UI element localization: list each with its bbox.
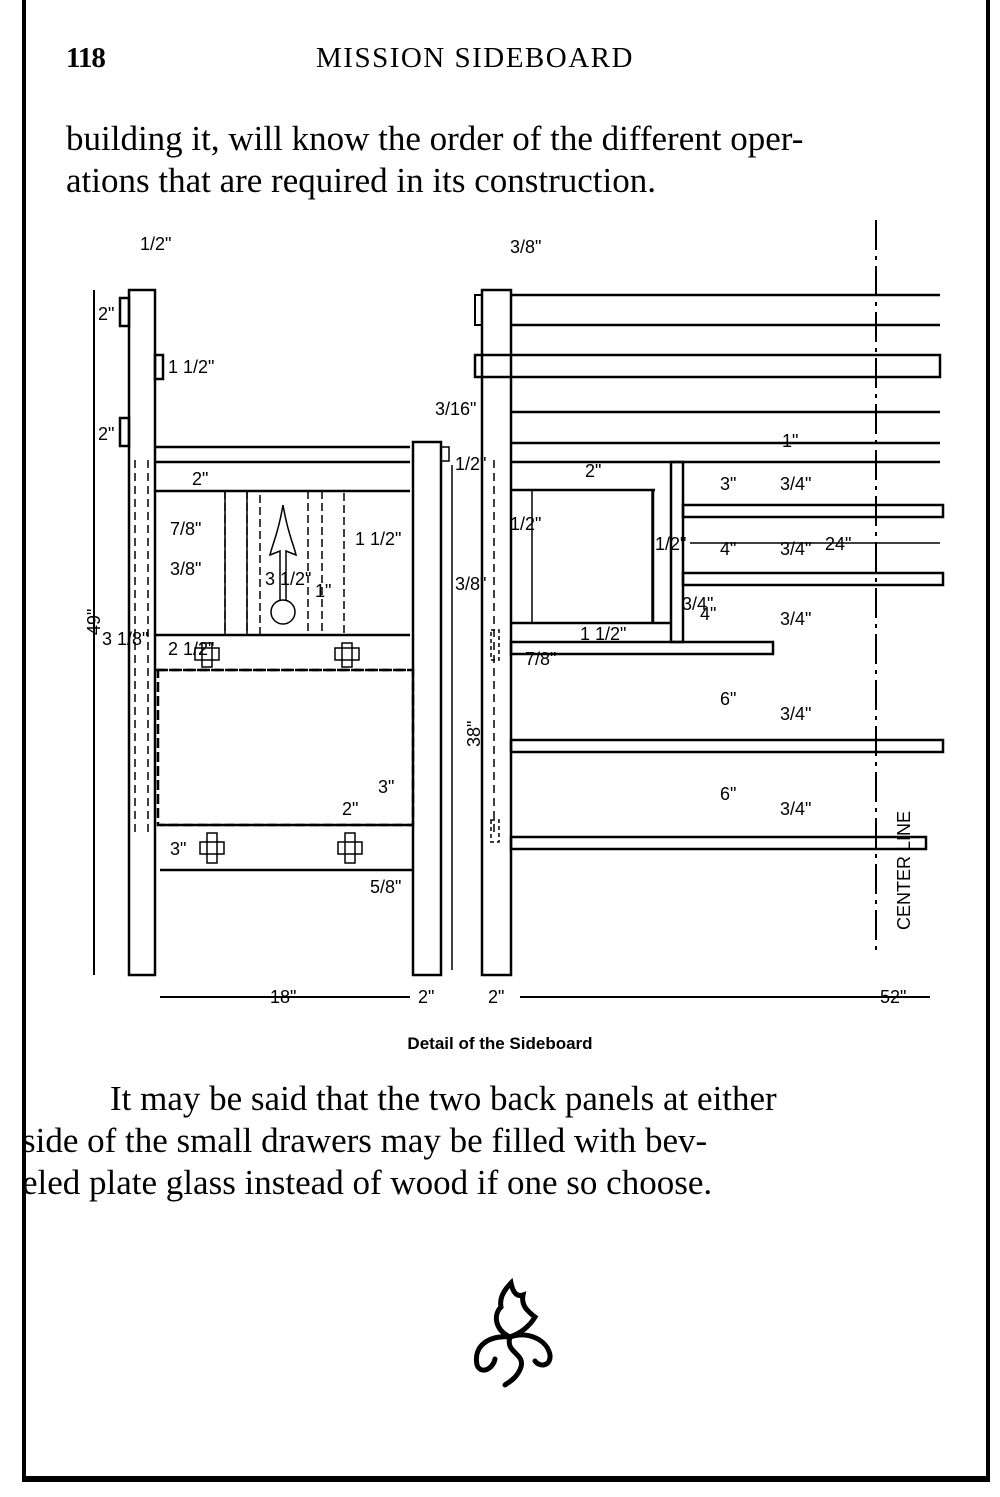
dim-label: 1/2"	[655, 534, 686, 554]
paragraph-intro: building it, will know the order of the …	[66, 118, 958, 202]
dim-label: 3/4"	[780, 799, 811, 819]
dim-label: 3/4"	[780, 609, 811, 629]
page-border	[22, 0, 990, 1482]
dim-label: 3/4"	[780, 539, 811, 559]
dim-label: 3/4"	[780, 704, 811, 724]
dim-label: 1"	[315, 581, 331, 601]
dim-label: 49"	[84, 609, 104, 635]
sideboard-detail-drawing: 1/2" 3/8" 2" 2" 1 1/2" 49" 2" 7/8" 3/8" …	[80, 215, 960, 1015]
paragraph-glass-panels: It may be said that the two back panels …	[22, 1078, 958, 1204]
dim-label: 6"	[720, 689, 736, 709]
dim-label: 1/2"	[140, 234, 171, 254]
back-post	[480, 288, 513, 977]
dim-label: 7/8"	[170, 519, 201, 539]
center-line-label: CENTER LINE	[894, 811, 914, 930]
page-header: 118 MISSION SIDEBOARD	[66, 42, 960, 82]
post-tenon-top	[118, 296, 131, 328]
page-number: 118	[66, 42, 106, 74]
text-line: eled plate glass instead of wood if one …	[22, 1163, 713, 1202]
dim-label: 3/8"	[510, 237, 541, 257]
technical-drawing: 1/2" 3/8" 2" 2" 1 1/2" 49" 2" 7/8" 3/8" …	[84, 220, 945, 1007]
dim-label: 1 1/2"	[580, 624, 626, 644]
dim-label: 3"	[170, 839, 186, 859]
dim-label: 38"	[464, 721, 484, 747]
figure-caption: Detail of the Sideboard	[407, 1034, 593, 1053]
dim-label: 2"	[342, 799, 358, 819]
dim-label: 2"	[98, 424, 114, 444]
text-line: side of the small drawers may be filled …	[22, 1121, 708, 1160]
dim-label: 1/2"	[510, 514, 541, 534]
text-line: building it, will know the order of the …	[66, 119, 804, 158]
dim-label: 2"	[585, 461, 601, 481]
dim-label: 3 1/8"	[102, 629, 148, 649]
running-title: MISSION SIDEBOARD	[316, 42, 634, 74]
dim-label: 2"	[98, 304, 114, 324]
dimension-labels: 1/2" 3/8" 2" 2" 1 1/2" 49" 2" 7/8" 3/8" …	[84, 234, 914, 1007]
front-leg	[411, 440, 443, 977]
text-line: ations that are required in its construc…	[66, 161, 656, 200]
left-post	[127, 288, 157, 977]
dim-label: 1 1/2"	[355, 529, 401, 549]
post-tenon-mid	[118, 416, 131, 448]
dim-label: 2"	[418, 987, 434, 1007]
dim-label: 3"	[378, 777, 394, 797]
dim-label: 2"	[192, 469, 208, 489]
dim-label: 3/8"	[170, 559, 201, 579]
dim-label: 7/8"	[525, 649, 556, 669]
dim-label: 3"	[720, 474, 736, 494]
dim-label: 24"	[825, 534, 851, 554]
dim-label: 2"	[488, 987, 504, 1007]
dim-label: 52"	[880, 987, 906, 1007]
dim-label: 18"	[270, 987, 296, 1007]
side-tenon	[153, 353, 165, 381]
fleuron-ornament-icon	[455, 1275, 565, 1390]
dim-label: 1 1/2"	[168, 357, 214, 377]
dim-label: 1"	[782, 431, 798, 451]
dim-label: 5/8"	[370, 877, 401, 897]
dim-label: 3/4"	[682, 594, 713, 614]
dim-label: 4"	[720, 539, 736, 559]
dim-label: 3/8"	[455, 574, 486, 594]
dim-label: 4"	[700, 604, 716, 624]
dim-label: 1/2"	[455, 454, 486, 474]
text-line: It may be said that the two back panels …	[110, 1079, 777, 1118]
dim-label: 3/16"	[435, 399, 476, 419]
dim-label: 3/4"	[780, 474, 811, 494]
dim-label: 2 1/2"	[168, 639, 214, 659]
dim-label: 6"	[720, 784, 736, 804]
dim-label: 3 1/2"	[265, 569, 311, 589]
